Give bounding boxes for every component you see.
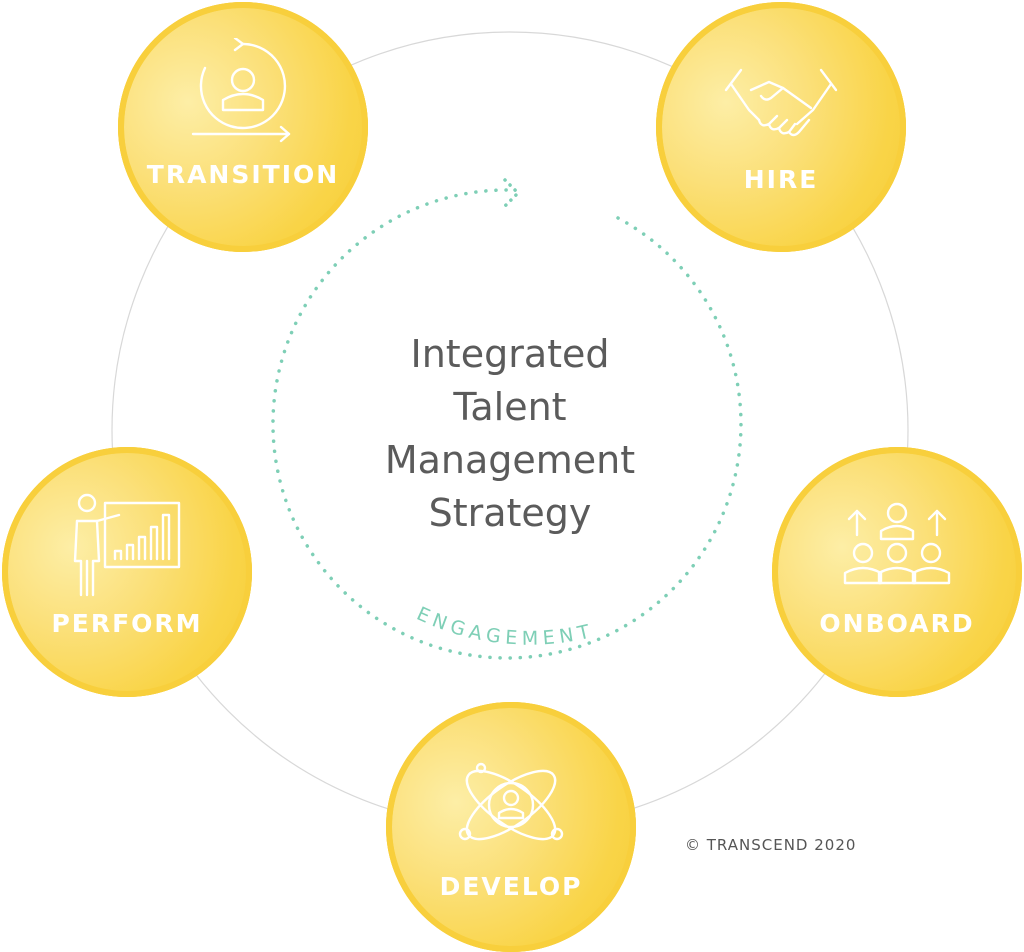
node-perform[interactable]: PERFORM bbox=[2, 447, 252, 697]
node-ring bbox=[2, 447, 252, 697]
center-title: Integrated Talent Management Strategy bbox=[360, 328, 660, 540]
node-onboard[interactable]: ONBOARD bbox=[772, 447, 1022, 697]
copyright-text: © TRANSCEND 2020 bbox=[685, 836, 857, 854]
team-growth-icon bbox=[843, 502, 951, 585]
node-ring bbox=[656, 2, 906, 252]
node-develop[interactable]: DEVELOP bbox=[386, 702, 636, 952]
node-hire[interactable]: HIRE bbox=[656, 2, 906, 252]
handshake-icon bbox=[724, 68, 838, 137]
node-label: PERFORM bbox=[51, 609, 203, 638]
engagement-label: ENGAGEMENT bbox=[413, 603, 596, 650]
center-title-line: Talent bbox=[453, 385, 567, 429]
node-transition[interactable]: TRANSITION bbox=[118, 2, 368, 252]
node-label: DEVELOP bbox=[439, 872, 583, 901]
atom-person-icon bbox=[458, 762, 564, 841]
person-cycle-icon bbox=[191, 38, 291, 143]
engagement-arc bbox=[271, 188, 743, 660]
node-label: ONBOARD bbox=[819, 609, 975, 638]
center-title-line: Integrated bbox=[410, 332, 610, 376]
node-ring bbox=[386, 702, 636, 952]
presenter-chart-icon bbox=[73, 493, 181, 597]
center-title-line: Management bbox=[384, 438, 636, 482]
node-ring bbox=[772, 447, 1022, 697]
center-title-line: Strategy bbox=[428, 491, 592, 535]
node-ring bbox=[118, 2, 368, 252]
node-label: TRANSITION bbox=[146, 160, 340, 189]
engagement-arrowhead bbox=[503, 178, 521, 208]
node-label: HIRE bbox=[743, 165, 819, 194]
